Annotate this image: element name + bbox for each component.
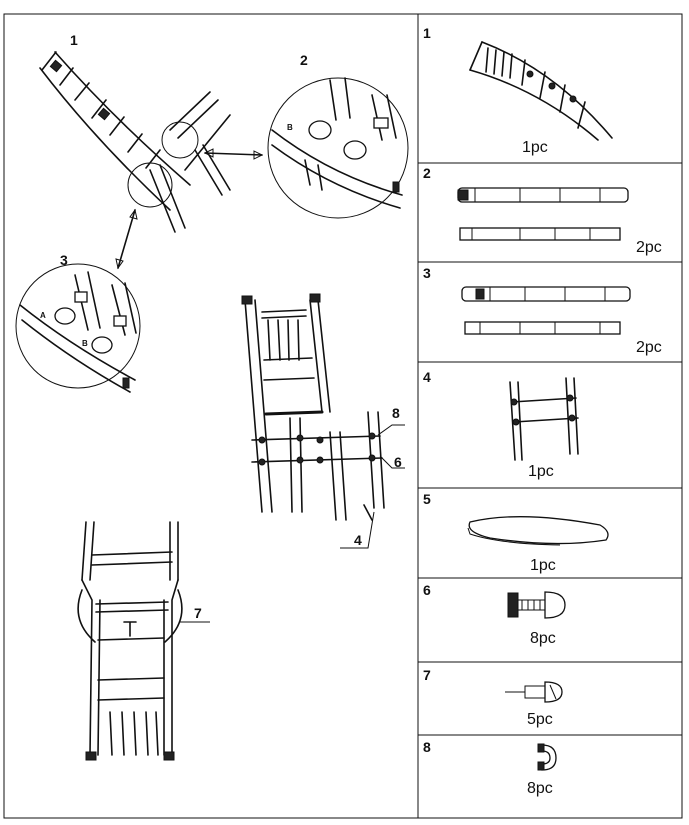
parts-list: 1 1pc 2 2pc <box>418 25 682 797</box>
bottom-view-chair-illustration <box>77 521 183 761</box>
callout-7: 7 <box>194 605 202 621</box>
part-1-quantity: 1pc <box>522 139 548 156</box>
part-3-rail-drawing <box>461 286 631 335</box>
back-frame-illustration <box>39 51 231 233</box>
parts-row-1: 1 1pc <box>423 25 613 156</box>
part-2-rail-drawing <box>457 187 629 241</box>
part-1-back-frame-drawing <box>469 41 613 141</box>
detail-circle-2 <box>267 77 409 219</box>
part-5-number: 5 <box>423 491 431 507</box>
callout-2: 2 <box>300 52 308 68</box>
part-7-number: 7 <box>423 667 431 683</box>
part-6-bolt-drawing <box>507 591 566 619</box>
parts-row-2: 2 2pc <box>423 165 662 256</box>
part-4-number: 4 <box>423 369 431 385</box>
exploded-chair-illustration <box>241 293 385 521</box>
parts-row-3: 3 2pc <box>423 265 662 356</box>
parts-row-6: 6 8pc <box>423 582 566 647</box>
part-4-leg-frame-drawing <box>509 377 579 461</box>
part-7-quantity: 5pc <box>527 711 553 728</box>
callout-3: 3 <box>60 252 68 268</box>
detail-pin-b: B <box>82 339 88 348</box>
parts-row-4: 4 1pc <box>423 369 579 480</box>
part-5-seat-drawing <box>467 516 609 546</box>
part-1-number: 1 <box>423 25 431 41</box>
part-2-number: 2 <box>423 165 431 181</box>
detail-pin-b-top: B <box>287 123 293 132</box>
parts-row-8: 8 8pc <box>423 739 557 797</box>
part-2-quantity: 2pc <box>636 239 662 256</box>
callout-1: 1 <box>70 32 78 48</box>
part-8-cap-drawing <box>537 743 557 771</box>
arrow-to-detail-2 <box>204 152 263 156</box>
outer-frame <box>3 13 683 819</box>
part-8-quantity: 8pc <box>527 780 553 797</box>
detail-circle-3 <box>15 263 141 393</box>
parts-row-5: 5 1pc <box>423 491 609 574</box>
part-4-quantity: 1pc <box>528 463 554 480</box>
detail-pin-a: A <box>40 311 46 320</box>
part-5-quantity: 1pc <box>530 557 556 574</box>
part-3-quantity: 2pc <box>636 339 662 356</box>
callout-8: 8 <box>392 405 400 421</box>
arrow-to-detail-3 <box>117 209 136 269</box>
callout-4: 4 <box>354 532 362 548</box>
part-8-number: 8 <box>423 739 431 755</box>
part-3-number: 3 <box>423 265 431 281</box>
callout-6: 6 <box>394 454 402 470</box>
part-6-quantity: 8pc <box>530 630 556 647</box>
part-7-screw-drawing <box>505 681 563 703</box>
assembly-diagram-area: 1 2 B <box>15 32 409 761</box>
part-6-number: 6 <box>423 582 431 598</box>
parts-row-7: 7 5pc <box>423 667 563 728</box>
